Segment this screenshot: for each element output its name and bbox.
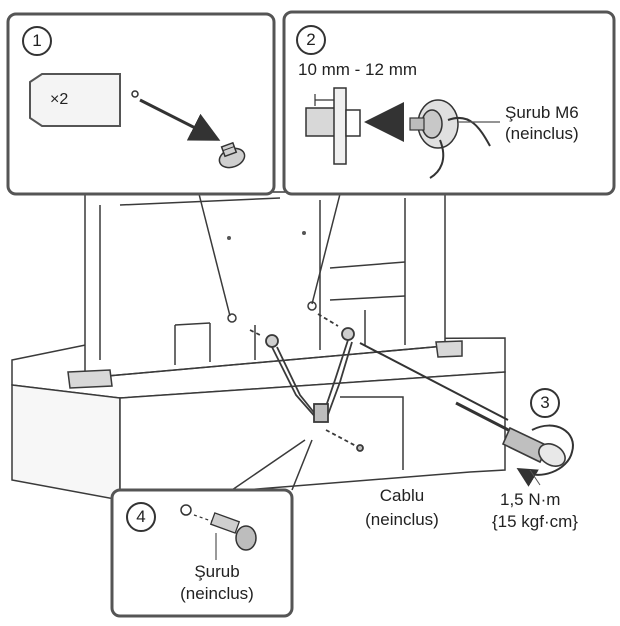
step-number-4: 4 <box>126 502 156 532</box>
panel-step-4 <box>110 488 294 618</box>
panel-step-1 <box>6 12 276 196</box>
screwdriver <box>359 342 566 467</box>
rotation-arrow <box>516 424 574 487</box>
panel-step-2 <box>282 10 616 196</box>
screw-note: (neinclus) <box>180 584 254 603</box>
quantity-label: ×2 <box>50 91 69 108</box>
cable-label: Cablu <box>379 486 425 505</box>
leader-lines <box>198 193 404 491</box>
torque-leader <box>529 469 541 486</box>
m6-screw-label: Şurub M6 <box>505 103 579 122</box>
m6-screw-note: (neinclus) <box>505 124 579 143</box>
step-number-1: 1 <box>22 26 52 56</box>
torque-value-kgf: {15 kgf·cm} <box>492 512 578 531</box>
screw-label: Şurub <box>194 562 240 581</box>
step-number-2: 2 <box>296 25 326 55</box>
torque-value: 1,5 N·m <box>500 490 561 509</box>
cable-note: (neinclus) <box>365 510 439 529</box>
stand-feet <box>67 340 463 389</box>
step-number-3: 3 <box>530 388 560 418</box>
tv-back-panel <box>84 191 446 379</box>
cable-assembly <box>249 313 364 452</box>
dimension-label: 10 mm - 12 mm <box>298 60 418 79</box>
